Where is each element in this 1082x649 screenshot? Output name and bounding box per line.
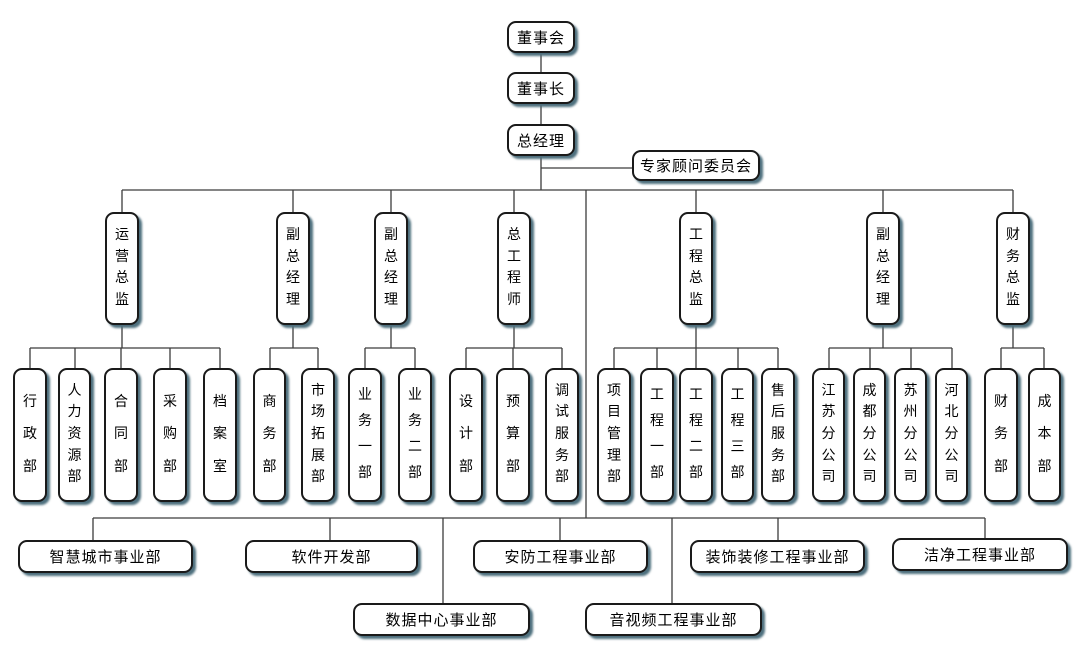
node-engineering-dept-1: 工程一部 [640, 368, 674, 502]
node-general-manager: 总经理 [507, 124, 575, 156]
node-finance-dept: 财务部 [984, 368, 1018, 502]
node-engineering-director: 工程总监 [679, 212, 713, 325]
node-design-dept: 设计部 [449, 368, 483, 502]
node-commerce-dept: 商务部 [253, 368, 286, 502]
node-procurement-dept: 采购部 [153, 368, 187, 502]
node-board-of-directors: 董事会 [507, 21, 575, 53]
node-decoration-engineering-bu: 装饰装修工程事业部 [690, 540, 865, 573]
node-suzhou-branch: 苏州分公司 [894, 368, 927, 502]
node-commissioning-service-dept: 调试服务部 [545, 368, 579, 502]
node-operations-director: 运营总监 [105, 212, 139, 325]
node-engineering-dept-3: 工程三部 [721, 368, 754, 502]
node-cost-dept: 成本部 [1028, 368, 1061, 502]
node-archives-room: 档案室 [203, 368, 237, 502]
node-business-dept-1: 业务一部 [348, 368, 382, 502]
node-chairman: 董事长 [507, 72, 575, 104]
node-hr-dept: 人力资源部 [58, 368, 91, 502]
node-budget-dept: 预算部 [496, 368, 530, 502]
node-data-center-bu: 数据中心事业部 [353, 603, 530, 636]
node-deputy-gm-2: 副总经理 [374, 212, 408, 325]
node-av-engineering-bu: 音视频工程事业部 [585, 603, 762, 636]
node-admin-dept: 行政部 [13, 368, 47, 502]
node-clean-engineering-bu: 洁净工程事业部 [892, 538, 1068, 571]
node-chengdu-branch: 成都分公司 [853, 368, 886, 502]
node-deputy-gm-1: 副总经理 [276, 212, 310, 325]
node-jiangsu-branch: 江苏分公司 [812, 368, 845, 502]
node-security-engineering-bu: 安防工程事业部 [473, 540, 648, 573]
node-software-development-dept: 软件开发部 [245, 540, 418, 573]
node-project-management-dept: 项目管理部 [597, 368, 631, 502]
node-expert-advisory-committee: 专家顾问委员会 [632, 150, 760, 181]
node-business-dept-2: 业务二部 [398, 368, 432, 502]
node-hebei-branch: 河北分公司 [935, 368, 968, 502]
node-engineering-dept-2: 工程二部 [679, 368, 713, 502]
node-deputy-gm-3: 副总经理 [866, 212, 900, 325]
node-after-sales-service-dept: 售后服务部 [761, 368, 795, 502]
node-chief-engineer: 总工程师 [497, 212, 531, 325]
node-market-expansion-dept: 市场拓展部 [301, 368, 335, 502]
node-smart-city-bu: 智慧城市事业部 [18, 540, 193, 573]
node-finance-director: 财务总监 [996, 212, 1030, 325]
node-contract-dept: 合同部 [104, 368, 138, 502]
